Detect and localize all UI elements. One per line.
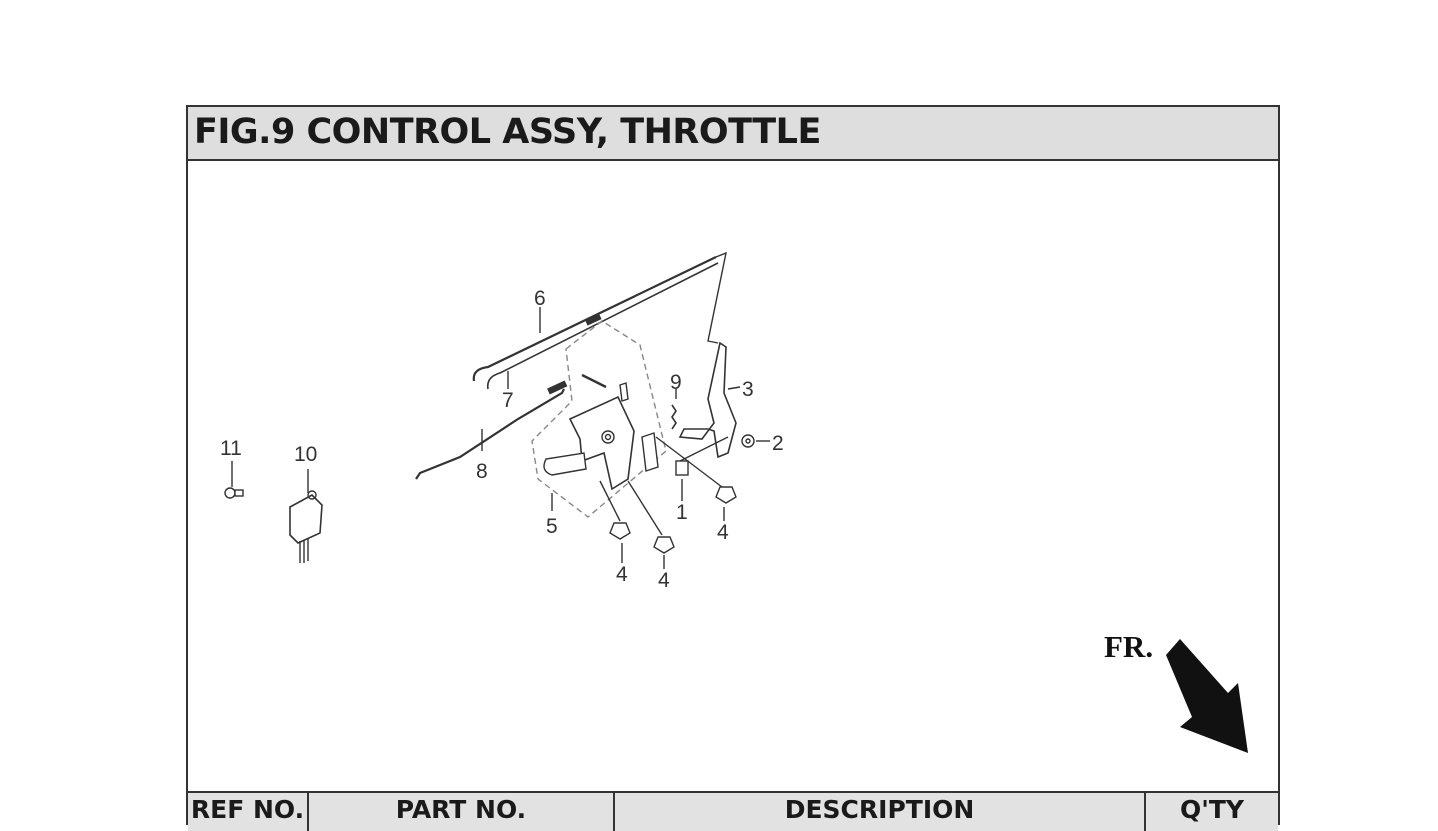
- column-description: DESCRIPTION: [615, 793, 1146, 831]
- callout-11: 11: [220, 437, 242, 460]
- cable-joint: [584, 313, 602, 326]
- column-quantity: Q'TY: [1179, 795, 1245, 824]
- callout-2: 2: [772, 432, 784, 455]
- callout-4c: 4: [658, 569, 670, 592]
- spring-top: [581, 373, 607, 389]
- washer-2: [741, 434, 755, 448]
- bolt-3: [655, 436, 737, 504]
- cable-rod-6: [472, 256, 717, 382]
- cable-rod-7: [486, 262, 719, 390]
- parts-table-header: REF NO. PART NO. DESCRIPTION Q'TY: [188, 791, 1278, 831]
- callout-1: 1: [676, 501, 688, 524]
- throttle-bracket: [568, 395, 635, 491]
- exploded-parts-diagram: 1 2 3 4 4 4 4 5 6 7 8 9 10 11 FR.: [220, 251, 1248, 753]
- callout-8: 8: [476, 460, 488, 483]
- bolt-2: [627, 480, 675, 554]
- figure-frame: FIG.9 CONTROL ASSY, THROTTLE: [186, 105, 1280, 831]
- choke-rod-8: [415, 388, 565, 480]
- column-ref-no: REF NO.: [188, 793, 309, 831]
- column-part-no: PART NO.: [309, 793, 615, 831]
- spring-9: [671, 404, 677, 430]
- callout-4b: 4: [616, 563, 628, 586]
- bolt-1: [599, 480, 631, 540]
- link-rod: [707, 251, 727, 344]
- callout-9: 9: [670, 371, 682, 394]
- sensor-part-10: [289, 490, 323, 563]
- callout-6: 6: [534, 287, 546, 310]
- callout-7: 7: [502, 389, 514, 412]
- screw-part-11: [224, 487, 244, 499]
- throttle-lever: [678, 341, 737, 459]
- front-direction-label: FR.: [1104, 629, 1153, 664]
- assembly-outline: [531, 320, 667, 518]
- callout-5: 5: [546, 515, 558, 538]
- front-direction-arrow-icon: [1166, 639, 1248, 753]
- figure-title-bar: FIG.9 CONTROL ASSY, THROTTLE: [188, 107, 1278, 161]
- callout-3: 3: [742, 378, 754, 401]
- figure-title: FIG.9 CONTROL ASSY, THROTTLE: [194, 112, 821, 152]
- callout-4a: 4: [717, 521, 729, 544]
- callout-10: 10: [294, 443, 317, 466]
